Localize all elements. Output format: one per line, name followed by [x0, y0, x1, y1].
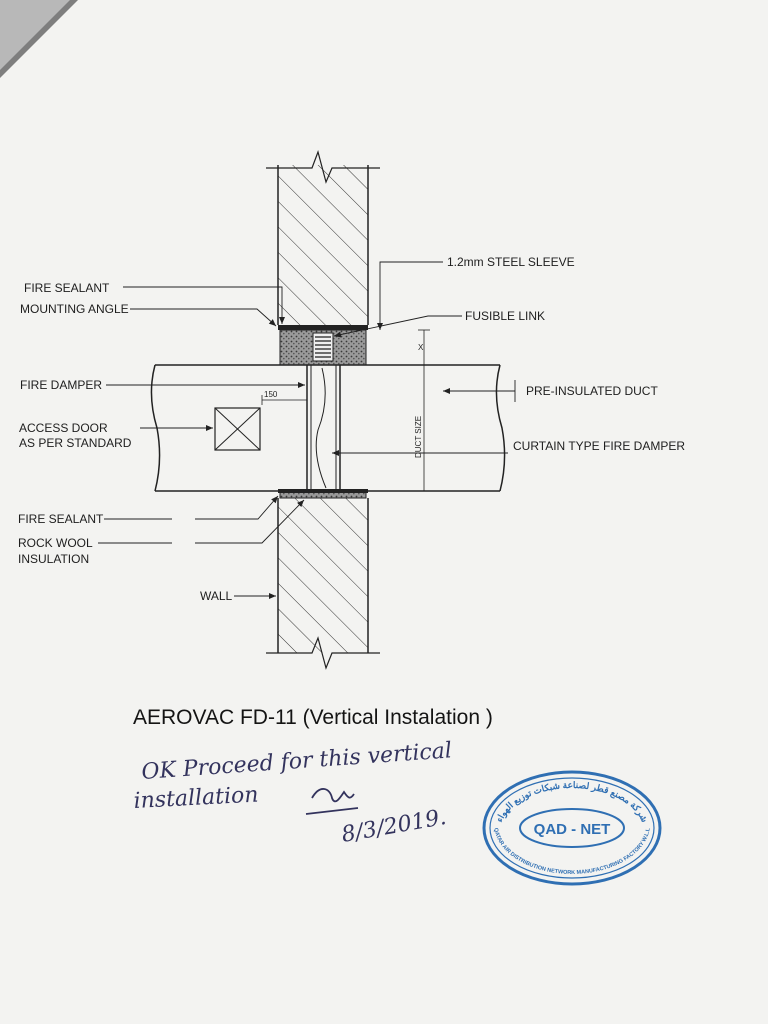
signature-mark	[305, 788, 359, 815]
access-door	[214, 407, 261, 451]
access-door-label-2: AS PER STANDARD	[19, 436, 132, 450]
dim-150-label: 150	[264, 390, 278, 399]
dimension-150: 150	[261, 390, 307, 405]
wall-lower	[266, 498, 380, 670]
stamp-name: QAD - NET	[534, 821, 611, 838]
handwritten-note-line1: OK Proceed for this vertical	[141, 738, 453, 785]
dimension-duct-size: X DUCT SIZE	[414, 329, 430, 492]
mounting-angle-label: MOUNTING ANGLE	[20, 302, 129, 316]
folded-corner-shade	[0, 0, 70, 70]
fire-damper-frame	[306, 365, 341, 491]
pre-insulated-duct-label: PRE-INSULATED DUCT	[526, 384, 658, 398]
wall-upper	[266, 150, 380, 325]
duct-size-label: DUCT SIZE	[414, 416, 423, 458]
rock-wool-label-1: ROCK WOOL	[18, 536, 93, 550]
fire-sealant-top-label: FIRE SEALANT	[24, 281, 110, 295]
rock-wool-label-2: INSULATION	[18, 552, 89, 566]
drawing-title: AEROVAC FD-11 (Vertical Instalation )	[133, 706, 493, 729]
fire-sealant-bottom-label: FIRE SEALANT	[18, 512, 104, 526]
dim-x-label: X	[418, 343, 424, 352]
company-stamp: QAD - NET شركة مصنع قطر لصناعة شبكات توز…	[482, 770, 662, 886]
handwritten-note-line2: installation	[133, 782, 259, 814]
fusible-link	[312, 332, 334, 362]
curtain-damper-label: CURTAIN TYPE FIRE DAMPER	[513, 439, 685, 453]
fusible-link-label: FUSIBLE LINK	[465, 309, 545, 323]
leader-lines	[98, 261, 516, 599]
access-door-label-1: ACCESS DOOR	[19, 421, 108, 435]
steel-sleeve-label: 1.2mm STEEL SLEEVE	[447, 255, 575, 269]
fire-damper-label: FIRE DAMPER	[20, 378, 102, 392]
handwritten-date: 8/3/2019.	[340, 805, 449, 848]
wall-label: WALL	[200, 589, 233, 603]
fire-sealant-top-bar	[278, 325, 368, 330]
